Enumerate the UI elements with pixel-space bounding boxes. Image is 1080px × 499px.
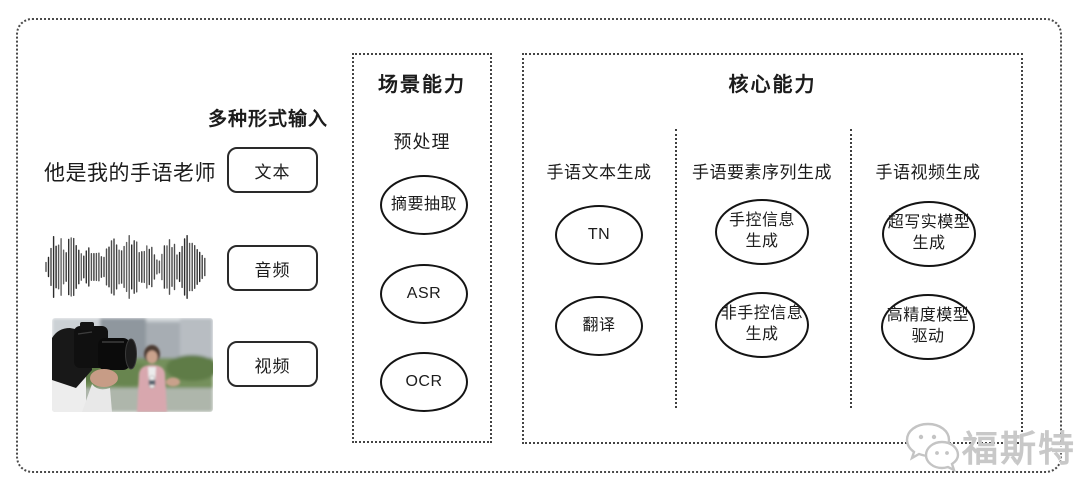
node-high-precision-drive: 高精度模型 驱动 xyxy=(881,294,975,360)
input-section-title: 多种形式输入 xyxy=(207,109,328,130)
node-hyperreal-model-gen: 超写实模型 生成 xyxy=(882,201,976,267)
node-non-manual-info-gen: 非手控信息 生成 xyxy=(715,292,809,358)
scene-capability-title: 场景能力 xyxy=(378,74,466,96)
core-capability-title: 核心能力 xyxy=(728,74,817,96)
node-ocr: OCR xyxy=(380,352,468,412)
node-tn: TN xyxy=(555,205,643,265)
audio-waveform-icon xyxy=(42,228,210,306)
column-divider xyxy=(675,129,677,408)
node-manual-info-gen: 手控信息 生成 xyxy=(715,199,809,265)
video-reporter-thumbnail xyxy=(52,318,213,412)
input-type-box-text: 文本 xyxy=(227,147,318,193)
node-summary-extraction: 摘要抽取 xyxy=(380,175,468,235)
input-type-label: 音频 xyxy=(254,260,291,280)
input-type-box-audio: 音频 xyxy=(227,245,318,291)
input-type-label: 文本 xyxy=(254,162,291,182)
column-divider xyxy=(850,129,852,408)
column-header-element-sequence: 手语要素序列生成 xyxy=(692,163,832,182)
column-header-text-generation: 手语文本生成 xyxy=(546,163,652,182)
core-capability-box: 核心能力 手语文本生成 手语要素序列生成 手语视频生成 TN 翻译 手控信息 生… xyxy=(522,53,1023,444)
node-translation: 翻译 xyxy=(555,296,643,356)
outer-dotted-frame xyxy=(16,18,1062,473)
watermark: 福斯特 xyxy=(900,420,1076,477)
input-type-label: 视频 xyxy=(254,356,291,376)
wechat-logo-icon xyxy=(900,420,960,477)
sample-sentence-text: 他是我的手语老师 xyxy=(44,162,216,185)
preprocess-label: 预处理 xyxy=(393,132,451,152)
node-asr: ASR xyxy=(380,264,468,324)
watermark-text: 福斯特 xyxy=(962,427,1077,469)
input-type-box-video: 视频 xyxy=(227,341,318,387)
reporter-figure xyxy=(137,345,180,412)
camera-foreground xyxy=(52,322,137,412)
column-header-video-generation: 手语视频生成 xyxy=(875,163,981,182)
scene-capability-box: 场景能力 预处理 摘要抽取 ASR OCR xyxy=(352,53,492,443)
